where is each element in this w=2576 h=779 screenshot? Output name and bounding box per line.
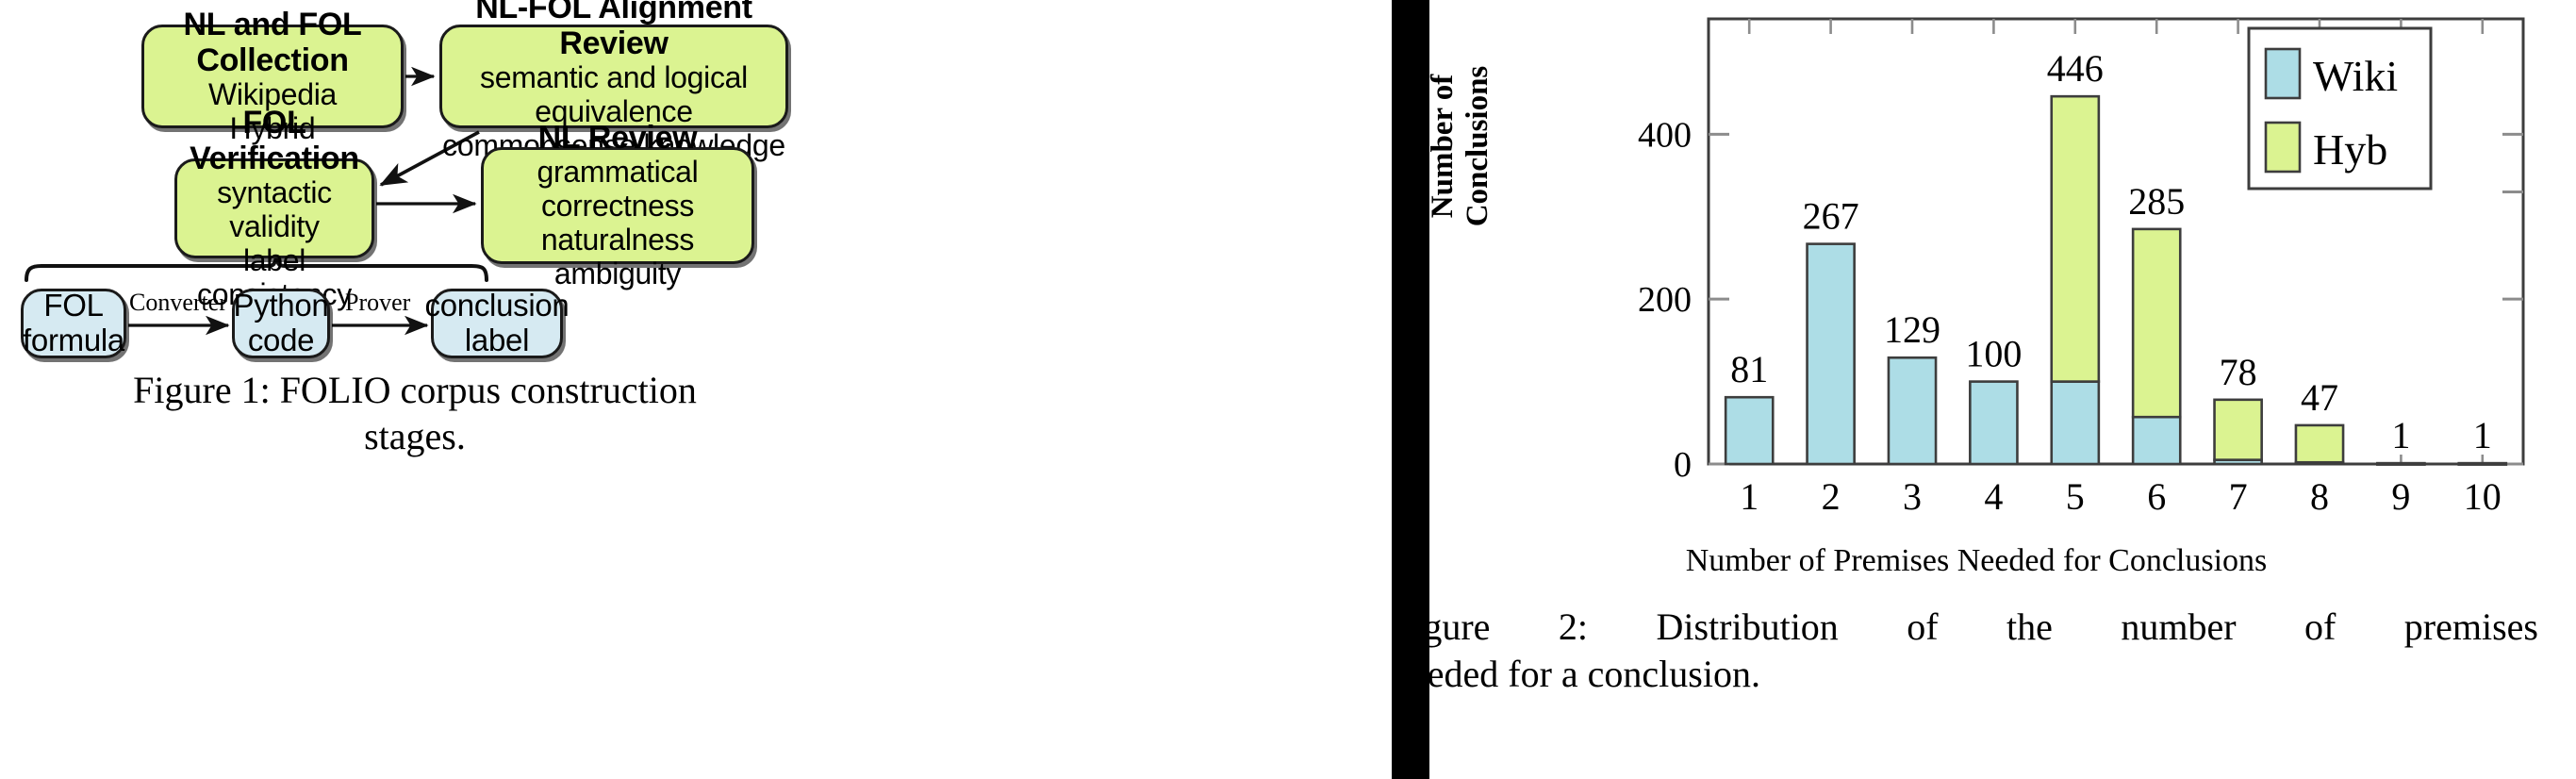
edge-label-prover: Prover (345, 289, 411, 316)
caption-word: Distribution (1656, 605, 1839, 648)
x-tick-label: 1 (1740, 475, 1759, 518)
bar-segment[interactable] (1887, 356, 1938, 466)
node-line: conclusion (424, 288, 570, 323)
node-line: label (464, 323, 530, 357)
y-tick-label: 200 (1638, 280, 1692, 320)
figure-2-caption: Figure 2: Distribution of the number of premise… (1392, 604, 2538, 698)
node-subline: ambiguity (553, 256, 682, 290)
panel-divider (1392, 0, 1429, 779)
edge-label-converter: Converter (129, 289, 227, 316)
node-conclusion-label[interactable]: conclusion label (425, 288, 570, 358)
node-subline: grammatical correctness (537, 155, 699, 224)
node-subline: Hybrid (229, 111, 316, 146)
bar-segment[interactable] (2294, 423, 2345, 464)
legend-label: Hyb (2313, 125, 2387, 174)
bar-value-label: 78 (2220, 351, 2257, 393)
node-nl-and-fol-collection[interactable]: NL and FOL Collection Wikipedia Hybrid (141, 7, 404, 145)
x-tick-label: 2 (1822, 475, 1841, 518)
node-fol-formula[interactable]: FOL formula (21, 288, 126, 358)
legend-swatch (2264, 47, 2302, 100)
bar-value-label: 285 (2128, 180, 2185, 223)
bar-value-label: 267 (1803, 195, 1859, 238)
caption-word: Figure (1392, 605, 1491, 648)
caption-line-2: needed for a conclusion. (1392, 653, 1760, 695)
node-subline: naturalness (540, 223, 695, 257)
bar-segment[interactable] (1806, 242, 1856, 466)
node-subline: Wikipedia (207, 77, 338, 112)
caption-word: 2: (1558, 605, 1589, 648)
caption-word: premises (2403, 605, 2538, 648)
x-tick-label: 8 (2310, 475, 2329, 518)
node-fol-verification[interactable]: FOL Verification syntactic validity labe… (174, 105, 374, 311)
node-subline: semantic and logical equivalence (480, 60, 748, 129)
bar-value-label: 81 (1730, 348, 1768, 390)
caption-word: of (1907, 605, 1939, 648)
bar-segment[interactable] (2050, 380, 2101, 466)
bar-segment[interactable] (2131, 227, 2182, 419)
x-tick-label: 10 (2464, 475, 2502, 518)
x-axis-label: Number of Premises Needed for Conclusion… (1685, 543, 2268, 578)
chart-canvas: 0200400811267212931004446528567874781911… (1638, 17, 2525, 518)
figure-1-panel: NL and FOL Collection Wikipedia Hybrid N… (21, 0, 788, 457)
node-nl-review[interactable]: NL Review grammatical correctness natura… (481, 120, 754, 290)
bar-value-label: 1 (2391, 414, 2410, 456)
bar-value-label: 1 (2473, 414, 2492, 456)
node-python-code[interactable]: Python code (232, 288, 330, 358)
x-tick-label: 3 (1903, 475, 1922, 518)
bar-segment[interactable] (2050, 94, 2101, 383)
caption-word: number (2121, 605, 2237, 648)
bar-segment[interactable] (2376, 461, 2426, 466)
node-line: formula (23, 323, 124, 357)
x-tick-label: 9 (2391, 475, 2410, 518)
x-tick-label: 6 (2147, 475, 2166, 518)
node-line: Python (233, 288, 329, 323)
bar-segment[interactable] (1969, 380, 2019, 466)
node-title: NL Review (537, 120, 698, 157)
bar-segment[interactable] (2131, 415, 2182, 466)
y-tick-label: 0 (1674, 445, 1692, 485)
figure-1-caption: Figure 1: FOLIO corpus construction stag… (133, 369, 697, 457)
x-tick-label: 5 (2066, 475, 2085, 518)
node-subline: syntactic validity (217, 175, 332, 244)
bar-value-label: 47 (2301, 376, 2338, 419)
bar-value-label: 129 (1884, 308, 1940, 351)
y-tick-label: 400 (1638, 115, 1692, 155)
bar-segment[interactable] (2213, 398, 2263, 461)
node-line: FOL (43, 288, 104, 323)
bar-segment[interactable] (2457, 461, 2508, 466)
node-title: FOL Verification (190, 105, 359, 177)
caption-line-1: Figure 2: Distribution of the number of premise… (1392, 604, 2538, 651)
node-title: NL and FOL Collection (183, 7, 362, 79)
x-tick-label: 4 (1984, 475, 2003, 518)
bar-segment[interactable] (1724, 395, 1775, 466)
node-nl-fol-alignment-review[interactable]: NL-FOL Alignment Review semantic and log… (439, 0, 788, 162)
caption-word: the (2006, 605, 2053, 648)
legend-swatch (2264, 121, 2302, 174)
caption-word: of (2304, 605, 2337, 648)
bar-value-label: 100 (1965, 333, 2022, 375)
bar-value-label: 446 (2047, 47, 2104, 90)
node-title: NL-FOL Alignment Review (475, 0, 752, 62)
legend-label: Wiki (2313, 52, 2398, 100)
x-tick-label: 7 (2229, 475, 2248, 518)
node-line: code (247, 323, 315, 357)
